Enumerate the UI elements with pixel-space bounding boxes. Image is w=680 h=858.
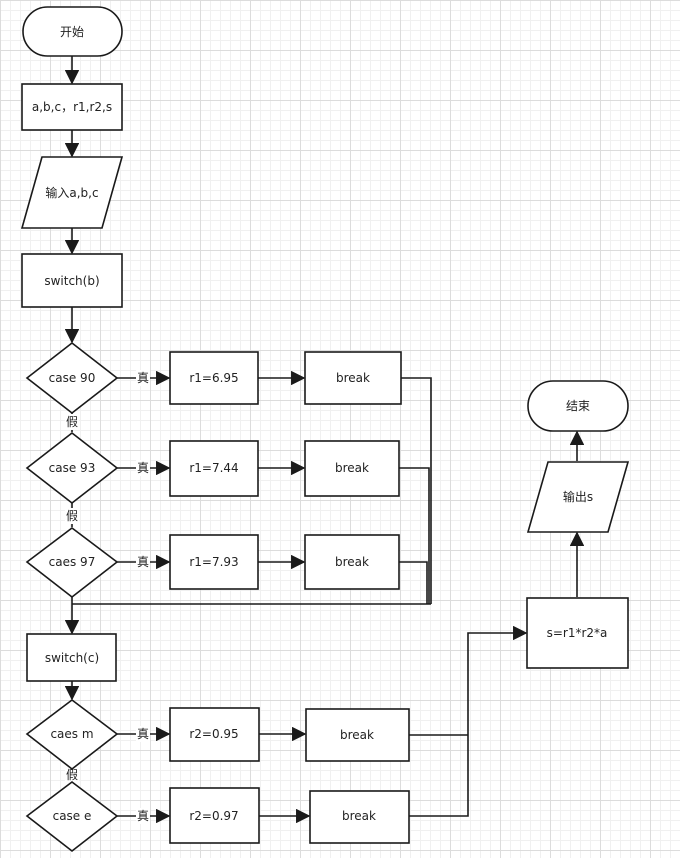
svg-text:r1=7.44: r1=7.44 <box>189 461 238 475</box>
arrow-break5-compute <box>409 625 528 817</box>
case-m-decision: caes m <box>25 698 119 771</box>
svg-text:开始: 开始 <box>60 25 84 39</box>
case93-decision: case 93 <box>25 431 119 505</box>
switch-c-node: switch(c) <box>26 633 117 682</box>
case97-decision: caes 97 <box>25 526 119 599</box>
input-node: 输入a,b,c <box>20 156 124 229</box>
svg-text:结束: 结束 <box>566 399 590 413</box>
break4-node: break <box>305 708 410 762</box>
svg-text:r2=0.97: r2=0.97 <box>189 809 238 823</box>
false-label: 假 <box>66 415 78 429</box>
false-label: 假 <box>66 768 78 782</box>
break3-node: break <box>304 534 400 590</box>
line-break1-return <box>401 377 432 604</box>
true-label: 真 <box>137 727 149 741</box>
true-label: 真 <box>137 555 149 569</box>
svg-text:break: break <box>340 728 374 742</box>
svg-text:caes m: caes m <box>50 727 93 741</box>
svg-text:break: break <box>335 555 369 569</box>
line-break2-return <box>399 467 430 604</box>
svg-text:break: break <box>342 809 376 823</box>
line-break3-return <box>399 561 428 604</box>
connectors <box>64 56 585 824</box>
r1-744-node: r1=7.44 <box>169 440 259 497</box>
svg-text:r1=7.93: r1=7.93 <box>189 555 238 569</box>
switch-b-node: switch(b) <box>21 253 123 308</box>
svg-text:r1=6.95: r1=6.95 <box>189 371 238 385</box>
svg-text:s=r1*r2*a: s=r1*r2*a <box>547 626 608 640</box>
svg-text:switch(c): switch(c) <box>45 651 99 665</box>
svg-text:caes 97: caes 97 <box>49 555 96 569</box>
r1-793-node: r1=7.93 <box>169 534 259 590</box>
compute-node: s=r1*r2*a <box>526 597 629 669</box>
svg-text:输出s: 输出s <box>563 489 593 504</box>
svg-text:break: break <box>335 461 369 475</box>
svg-text:r2=0.95: r2=0.95 <box>189 727 238 741</box>
branch-labels: 真 真 真 真 真 假 假 假 <box>65 370 150 824</box>
r1-695-node: r1=6.95 <box>169 351 259 405</box>
svg-text:case 90: case 90 <box>49 371 96 385</box>
true-label: 真 <box>137 809 149 823</box>
break2-node: break <box>304 440 400 497</box>
declare-node: a,b,c，r1,r2,s <box>21 83 123 131</box>
svg-text:输入a,b,c: 输入a,b,c <box>45 185 98 200</box>
break5-node: break <box>309 790 410 844</box>
true-label: 真 <box>137 371 149 385</box>
true-label: 真 <box>137 461 149 475</box>
start-node: 开始 <box>22 6 123 57</box>
svg-text:case 93: case 93 <box>49 461 96 475</box>
svg-text:a,b,c，r1,r2,s: a,b,c，r1,r2,s <box>32 100 112 114</box>
svg-text:switch(b): switch(b) <box>44 274 99 288</box>
break1-node: break <box>304 351 402 405</box>
case-e-decision: case e <box>25 780 119 853</box>
case90-decision: case 90 <box>25 341 119 415</box>
end-node: 结束 <box>527 380 629 432</box>
r2-097-node: r2=0.97 <box>169 787 260 844</box>
false-label: 假 <box>66 509 78 523</box>
svg-text:case e: case e <box>53 809 92 823</box>
r2-095-node: r2=0.95 <box>169 707 260 762</box>
output-node: 输出s <box>526 461 630 533</box>
svg-text:break: break <box>336 371 370 385</box>
